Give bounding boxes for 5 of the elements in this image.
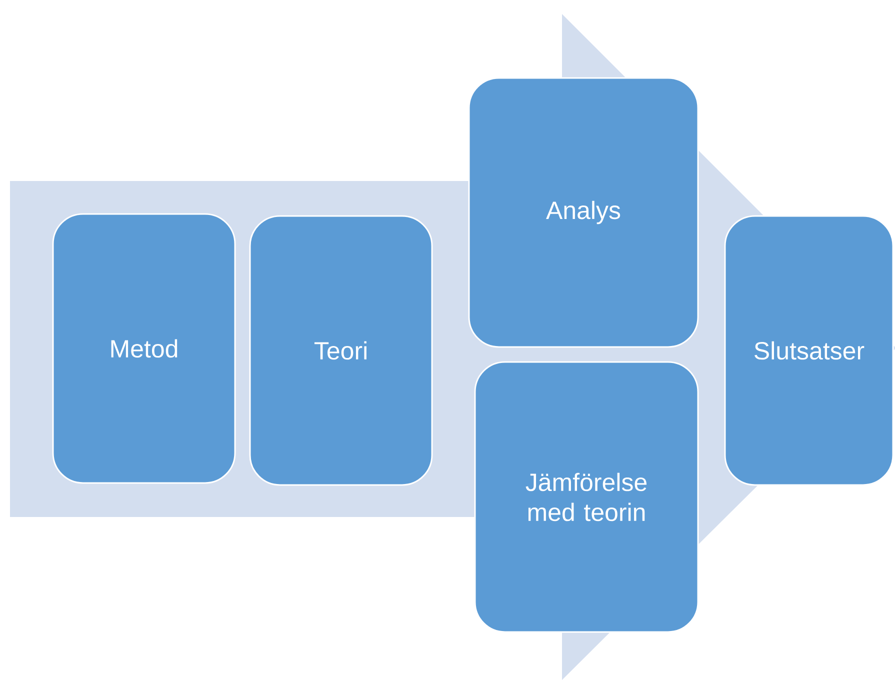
process-box: Jämförelse med teorin: [474, 361, 699, 633]
process-box: Teori: [249, 215, 433, 486]
process-box: Slutsatser: [724, 215, 894, 486]
process-box: Analys: [468, 77, 699, 348]
process-box: Metod: [52, 213, 236, 484]
